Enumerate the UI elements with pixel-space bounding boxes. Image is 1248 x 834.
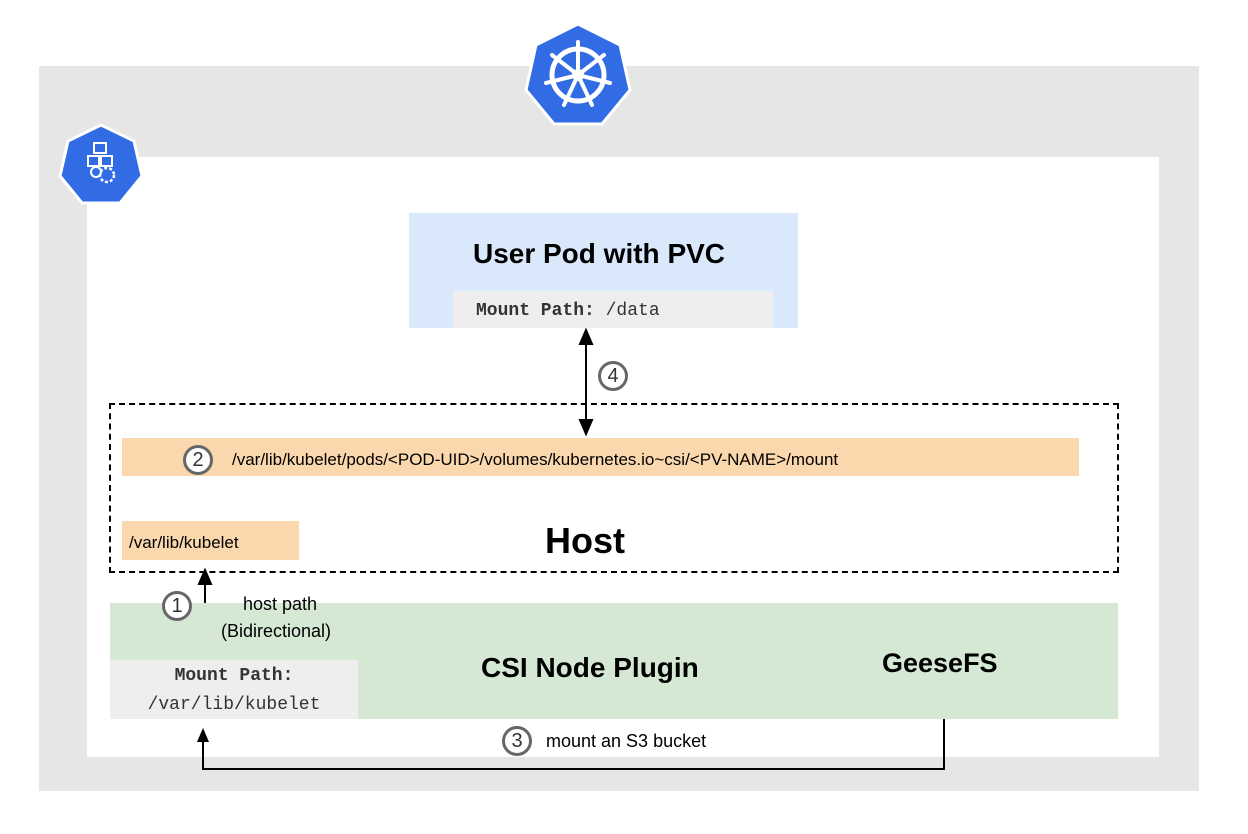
arrow-pod-to-volume: [578, 327, 594, 437]
user-pod-title: User Pod with PVC: [472, 238, 726, 269]
kubernetes-wheel-icon: [524, 22, 632, 126]
csi-mount-path: Mount Path: /var/lib/kubelet: [110, 660, 358, 719]
kubernetes-node-icon: [58, 123, 144, 205]
host-path-label: host path: [243, 594, 318, 614]
pod-mount-path: Mount Path: /data: [453, 291, 773, 328]
csi-plugin-title: CSI Node Plugin: [481, 652, 699, 683]
kubelet-path-box: [122, 521, 299, 560]
mount-bucket-label: mount an S3 bucket: [546, 731, 707, 751]
step-3-marker: 3: [502, 726, 532, 756]
csi-mount-key: Mount Path:: [174, 666, 294, 686]
host-title: Host: [545, 520, 625, 561]
step-2-marker: 2: [183, 445, 213, 475]
step-1-marker: 1: [162, 591, 192, 621]
volume-path-text: /var/lib/kubelet/pods/<POD-UID>/volumes/…: [232, 450, 839, 469]
kubelet-path-text: /var/lib/kubelet: [129, 533, 239, 552]
volume-path-bar: [122, 438, 1079, 476]
geesefs-label: GeeseFS: [882, 648, 998, 678]
bidirectional-label: (Bidirectional): [221, 621, 332, 641]
arrow-mount-bucket: [197, 695, 945, 770]
pod-mount-key: Mount Path:: [476, 301, 595, 321]
csi-mount-value: /var/lib/kubelet: [147, 695, 321, 715]
pod-mount-value: /data: [594, 301, 660, 321]
step-4-marker: 4: [598, 361, 628, 391]
host-box: [109, 403, 1119, 573]
